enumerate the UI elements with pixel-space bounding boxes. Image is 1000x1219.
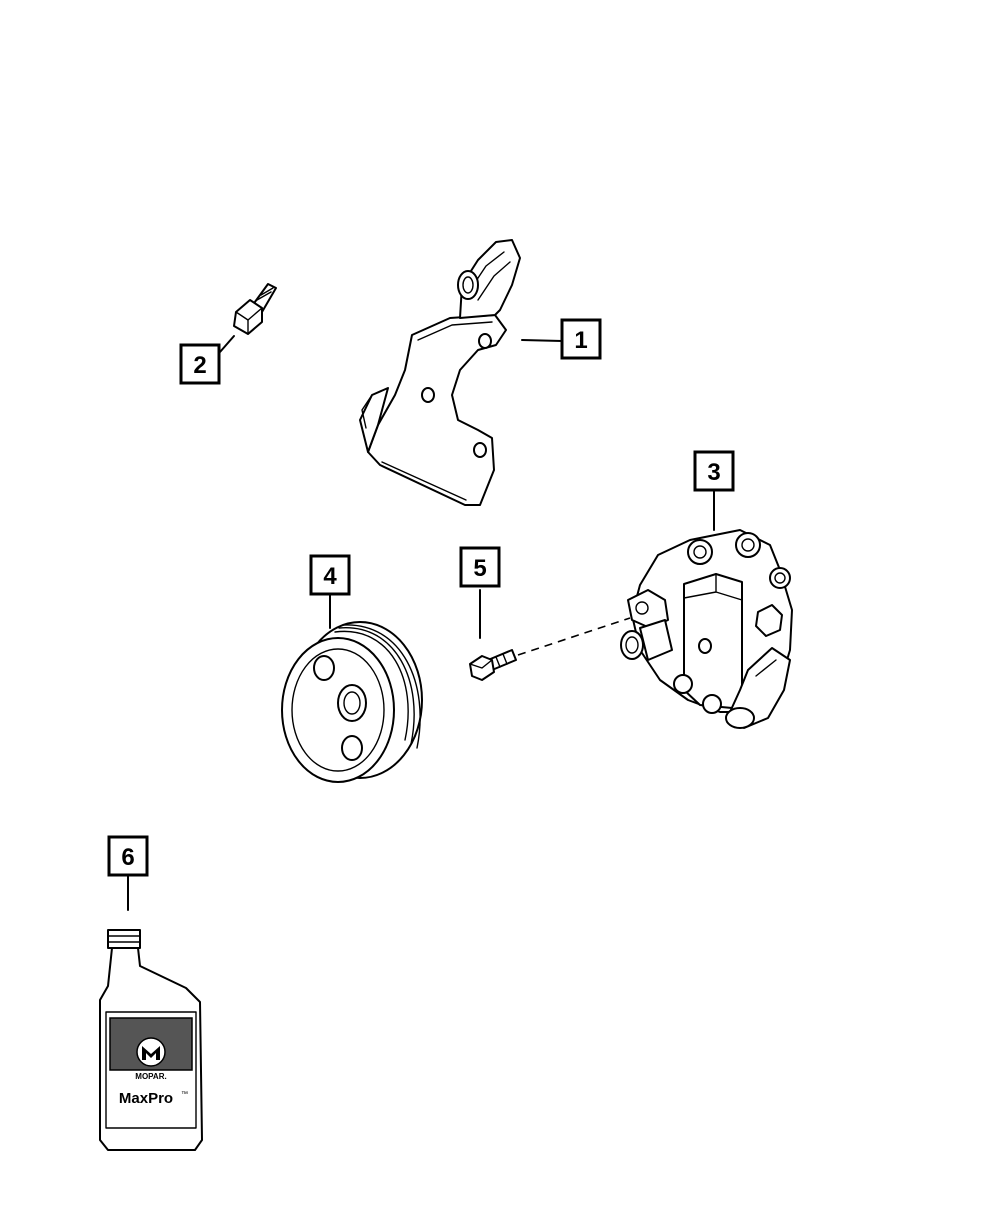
assembly-line — [517, 617, 631, 656]
mopar-logo-icon — [136, 1037, 166, 1067]
callout-4: 4 — [309, 554, 351, 596]
callout-3: 3 — [693, 450, 735, 492]
part-6-fluid-bottle: MOPAR. MaxPro ™ — [99, 929, 203, 1151]
callout-1-label: 1 — [574, 327, 587, 354]
part-5-bolt — [469, 617, 631, 681]
callout-3-label: 3 — [707, 459, 720, 486]
callout-2-label: 2 — [193, 352, 206, 379]
bottle-product-text: MaxPro — [119, 1090, 173, 1107]
callout-6: 6 — [107, 835, 149, 877]
bottle-trademark-text: ™ — [181, 1091, 188, 1098]
callout-5-label: 5 — [473, 555, 486, 582]
callout-5: 5 — [459, 546, 501, 588]
part-3-pump — [620, 529, 793, 729]
callout-4-label: 4 — [323, 563, 337, 590]
part-2-bolt — [233, 283, 277, 335]
part-1-bracket — [359, 239, 521, 506]
leader-lines — [127, 335, 715, 911]
callout-1: 1 — [560, 318, 602, 360]
part-4-pulley — [281, 621, 423, 783]
bottle-brand-text: MOPAR. — [135, 1072, 166, 1081]
callout-2: 2 — [179, 343, 221, 385]
callout-6-label: 6 — [121, 844, 134, 871]
